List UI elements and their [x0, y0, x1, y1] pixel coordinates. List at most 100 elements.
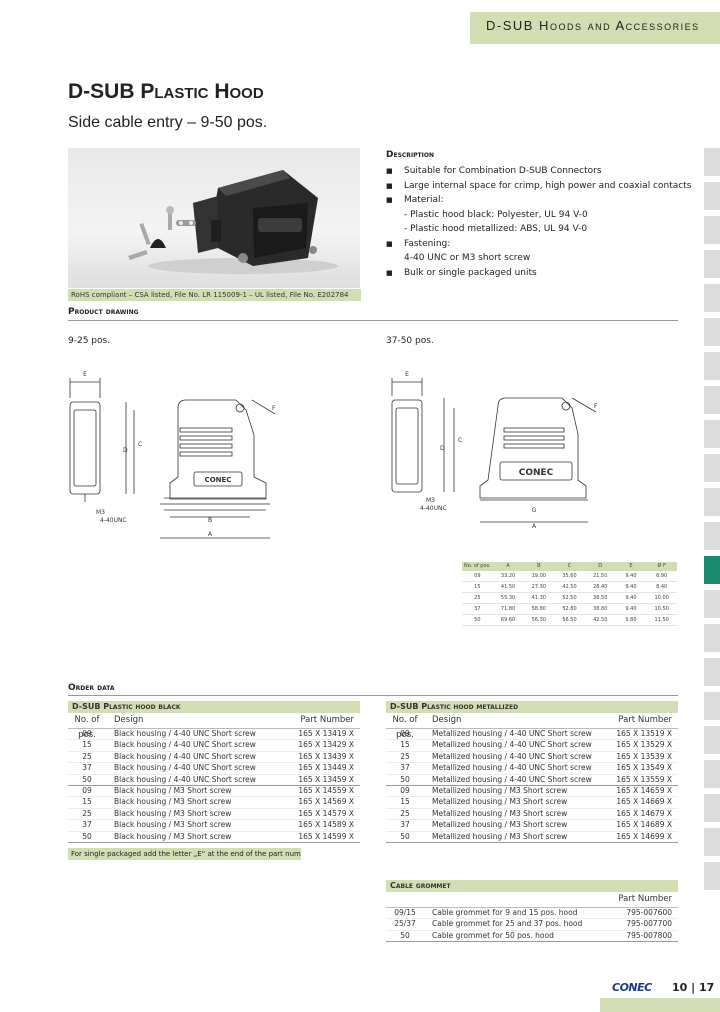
- table-cell: 165 X 13419 X: [298, 729, 354, 738]
- chapter-tab[interactable]: [704, 148, 720, 176]
- drawing-label-left: 9-25 pos.: [68, 336, 111, 346]
- table-cell: 42.50: [593, 617, 608, 623]
- chapter-tab[interactable]: [704, 386, 720, 414]
- table-cell: Black housing / M3 Short screw: [114, 808, 232, 818]
- table-cell: 165 X 14559 X: [298, 785, 354, 795]
- chapter-tab[interactable]: [704, 284, 720, 312]
- table-row: 25 55.30 41.30 52.50 38.50 9.40 10.00: [462, 593, 677, 604]
- chapter-tab[interactable]: [704, 862, 720, 890]
- single-package-note: For single packaged add the letter „E“ a…: [68, 848, 301, 860]
- product-drawing-heading: Product drawing: [68, 307, 139, 317]
- chapter-tab[interactable]: [704, 454, 720, 482]
- table-cell: Black housing / 4-40 UNC Short screw: [114, 774, 256, 784]
- table-cell: Black housing / M3 Short screw: [114, 797, 232, 807]
- col-no-of-pos: No. of pos.: [74, 715, 100, 740]
- chapter-tab[interactable]: [704, 794, 720, 822]
- table-cell: Cable grommet for 9 and 15 pos. hood: [432, 908, 578, 917]
- chapter-tab-active[interactable]: [704, 556, 720, 584]
- description-list: Suitable for Combination D-SUB Connector…: [386, 164, 696, 280]
- chapter-tab[interactable]: [704, 420, 720, 448]
- table-cell: 15: [400, 740, 410, 750]
- table-cell: 9.40: [625, 584, 637, 590]
- table-cell: 165 X 14679 X: [616, 808, 672, 818]
- table-cell: Black housing / 4-40 UNC Short screw: [114, 740, 256, 750]
- header-band: [470, 12, 720, 44]
- table-cell: 42.50: [562, 584, 577, 590]
- dim-col: Ø F: [657, 563, 666, 569]
- col-design: Design: [114, 715, 144, 725]
- table-cell: 165 X 14569 X: [298, 797, 354, 807]
- table-cell: Black housing / 4-40 UNC Short screw: [114, 763, 256, 773]
- dim-col: No. of pos.: [463, 563, 491, 569]
- col-part-number: Part Number: [300, 715, 354, 725]
- chapter-tab[interactable]: [704, 216, 720, 244]
- chapter-tab[interactable]: [704, 828, 720, 856]
- table-cell: 19.00: [531, 573, 546, 579]
- chapter-tab[interactable]: [704, 726, 720, 754]
- table-cell: 41.30: [531, 595, 546, 601]
- chapter-tab[interactable]: [704, 624, 720, 652]
- table-cell: 165 X 13549 X: [616, 763, 672, 773]
- dim-d: D: [440, 445, 445, 452]
- order-table-metallized: D-SUB Plastic hood metallized No. of pos…: [386, 701, 678, 843]
- table-cell: Metallized housing / M3 Short screw: [432, 797, 568, 807]
- chapter-tab[interactable]: [704, 522, 720, 550]
- dim-e: E: [405, 371, 409, 378]
- table-cell: 165 X 13529 X: [616, 740, 672, 750]
- table-cell: 165 X 14579 X: [298, 808, 354, 818]
- table-cell: Cable grommet for 25 and 37 pos. hood: [432, 919, 583, 929]
- table-cell: 15: [82, 797, 92, 807]
- table-cell: 37: [82, 763, 92, 773]
- chapter-tab[interactable]: [704, 318, 720, 346]
- technical-drawing-37-50: E D C G A F M3 4-40UNC CONEC: [391, 371, 598, 530]
- table-cell: 25/37: [394, 919, 416, 929]
- table-cell: 15: [82, 740, 92, 750]
- col-no-of-pos: No. of pos.: [392, 715, 418, 740]
- table-cell: 6.90: [656, 573, 668, 579]
- table-cell: 165 X 14599 X: [298, 831, 354, 841]
- dimension-table-header: No. of pos. A B C D E Ø F: [462, 562, 677, 571]
- chapter-tab[interactable]: [704, 250, 720, 278]
- description-item: - Plastic hood black: Polyester, UL 94 V…: [404, 209, 588, 220]
- dim-a: A: [532, 523, 537, 530]
- table-cell: 09: [400, 729, 410, 738]
- table-cell: Metallized housing / 4-40 UNC Short scre…: [432, 774, 592, 784]
- chapter-tab[interactable]: [704, 590, 720, 618]
- dim-d: D: [123, 447, 128, 454]
- table-cell: Metallized housing / 4-40 UNC Short scre…: [432, 751, 592, 761]
- table-cell: 795-007800: [626, 930, 672, 940]
- col-part-number: Part Number: [618, 715, 672, 725]
- chapter-tab[interactable]: [704, 692, 720, 720]
- table-cell: 56.50: [562, 617, 577, 623]
- table-cell: 52.50: [562, 595, 577, 601]
- table-cell: 165 X 13439 X: [298, 751, 354, 761]
- chapter-tab[interactable]: [704, 488, 720, 516]
- table-cell: 25: [400, 808, 410, 818]
- table-row: 37 71.80 58.80 52.80 38.80 9.40 10.50: [462, 604, 677, 615]
- table-cell: 165 X 14689 X: [616, 820, 672, 830]
- chapter-tab[interactable]: [704, 760, 720, 788]
- rohs-note: RoHS compliant – CSA listed, File No. LR…: [68, 289, 361, 301]
- page-title: D-SUB Plastic Hood: [68, 80, 264, 103]
- table-cell: 09: [82, 785, 92, 795]
- chapter-tab[interactable]: [704, 658, 720, 686]
- table-cell: 09: [474, 573, 481, 579]
- chapter-tab[interactable]: [704, 352, 720, 380]
- table-cell: 9.40: [625, 573, 637, 579]
- table-cell: 9.80: [625, 617, 637, 623]
- order-table-title: D-SUB Plastic hood metallized: [386, 701, 678, 713]
- table-cell: 69.60: [500, 617, 516, 623]
- description-heading: Description: [386, 150, 434, 160]
- chapter-tab[interactable]: [704, 182, 720, 210]
- table-cell: 52.80: [562, 606, 577, 612]
- table-cell: 165 X 14589 X: [298, 820, 354, 830]
